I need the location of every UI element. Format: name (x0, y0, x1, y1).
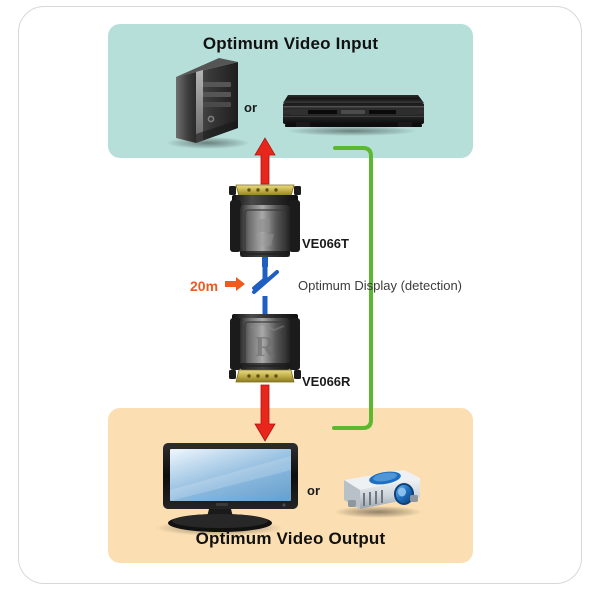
transmitter-label: VE066T (302, 236, 349, 251)
output-zone-title: Optimum Video Output (195, 529, 386, 548)
input-or-label: or (244, 100, 257, 115)
cable-distance-label: 20m (190, 278, 219, 294)
receiver-label: VE066R (302, 374, 351, 389)
detection-path-label: Optimum Display (detection) (298, 278, 462, 293)
input-zone: Optimum Video Input (108, 24, 473, 158)
output-or-label: or (307, 483, 320, 498)
output-zone: Optimum Video Output (108, 408, 473, 563)
input-zone-title: Optimum Video Input (202, 34, 379, 53)
